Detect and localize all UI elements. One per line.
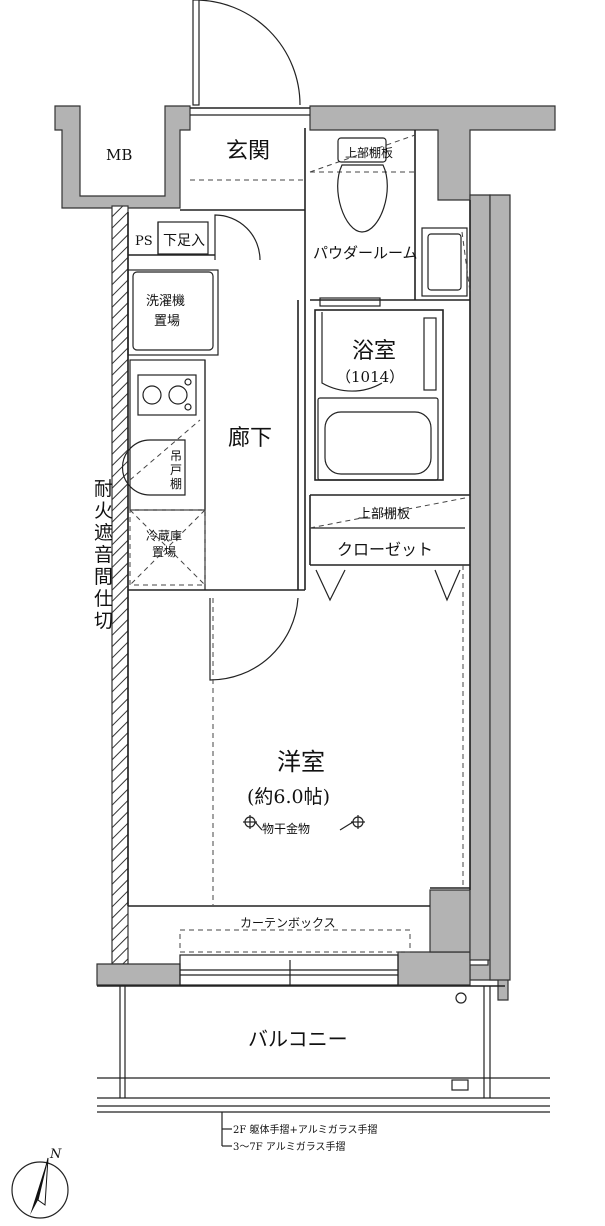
fire-partition-char: 火 (94, 500, 113, 522)
railing-3-7f-note: 3〜7F アルミガラス手摺 (233, 1140, 346, 1153)
powder-room-label: パウダールーム (313, 244, 418, 262)
washer-label-line2: 置場 (154, 314, 180, 329)
mb-label: MB (106, 146, 132, 164)
closet-label: クローゼット (337, 540, 433, 559)
western-room-size-label: (約6.0帖) (247, 786, 330, 808)
hanging-shelf-label-3: 棚 (170, 476, 182, 491)
compass-north-label: N (49, 1147, 62, 1162)
structural-walls (54, 105, 556, 1001)
drying-hardware-label: 物干金物 (262, 821, 310, 836)
hanging-shelf-label-2: 戸 (170, 463, 182, 477)
fridge-label-line1: 冷蔵庫 (146, 529, 182, 543)
curtain-box-label: カーテンボックス (240, 916, 336, 930)
fire-partition-char: 遮 (94, 522, 113, 544)
fire-partition-label-group: 耐火遮音間仕切 (94, 478, 113, 632)
fire-partition-label: 耐火遮音間仕切 (94, 478, 113, 632)
drying-hardware-symbol (243, 815, 365, 831)
shoe-storage-label: 下足入 (163, 233, 205, 249)
hanging-shelf-label-1: 吊 (170, 449, 182, 463)
partitions (121, 0, 471, 986)
balcony-area (97, 985, 550, 1147)
bathroom-label: 浴室 (352, 339, 396, 364)
washer-label-line1: 洗濯機 (146, 294, 185, 309)
upper-shelf-top-label: 上部棚板 (345, 145, 393, 160)
entrance-label: 玄関 (226, 139, 270, 164)
fire-partition-char: 仕 (94, 588, 113, 610)
fire-partition-char: 間 (94, 566, 113, 588)
fire-partition-char: 切 (94, 610, 113, 632)
corridor-label: 廊下 (228, 426, 272, 451)
compass-icon (11, 1161, 69, 1219)
compass: N (11, 1147, 69, 1219)
fridge-label-line2: 置場 (152, 545, 176, 559)
fire-partition-char: 音 (94, 544, 113, 566)
western-room-label: 洋室 (277, 748, 325, 776)
bathroom-size-label: （1014） (336, 368, 404, 386)
railing-2f-note: 2F 躯体手摺+アルミガラス手摺 (233, 1123, 378, 1136)
ps-label: PS (135, 234, 153, 249)
balcony-label: バルコニー (248, 1027, 348, 1051)
fire-partition-char: 耐 (94, 478, 113, 500)
room-labels: MB 玄関 上部棚板 パウダールーム PS 下足入 洗濯機 置場 浴室 （101… (106, 139, 433, 1153)
upper-shelf-closet-label: 上部棚板 (358, 507, 410, 522)
